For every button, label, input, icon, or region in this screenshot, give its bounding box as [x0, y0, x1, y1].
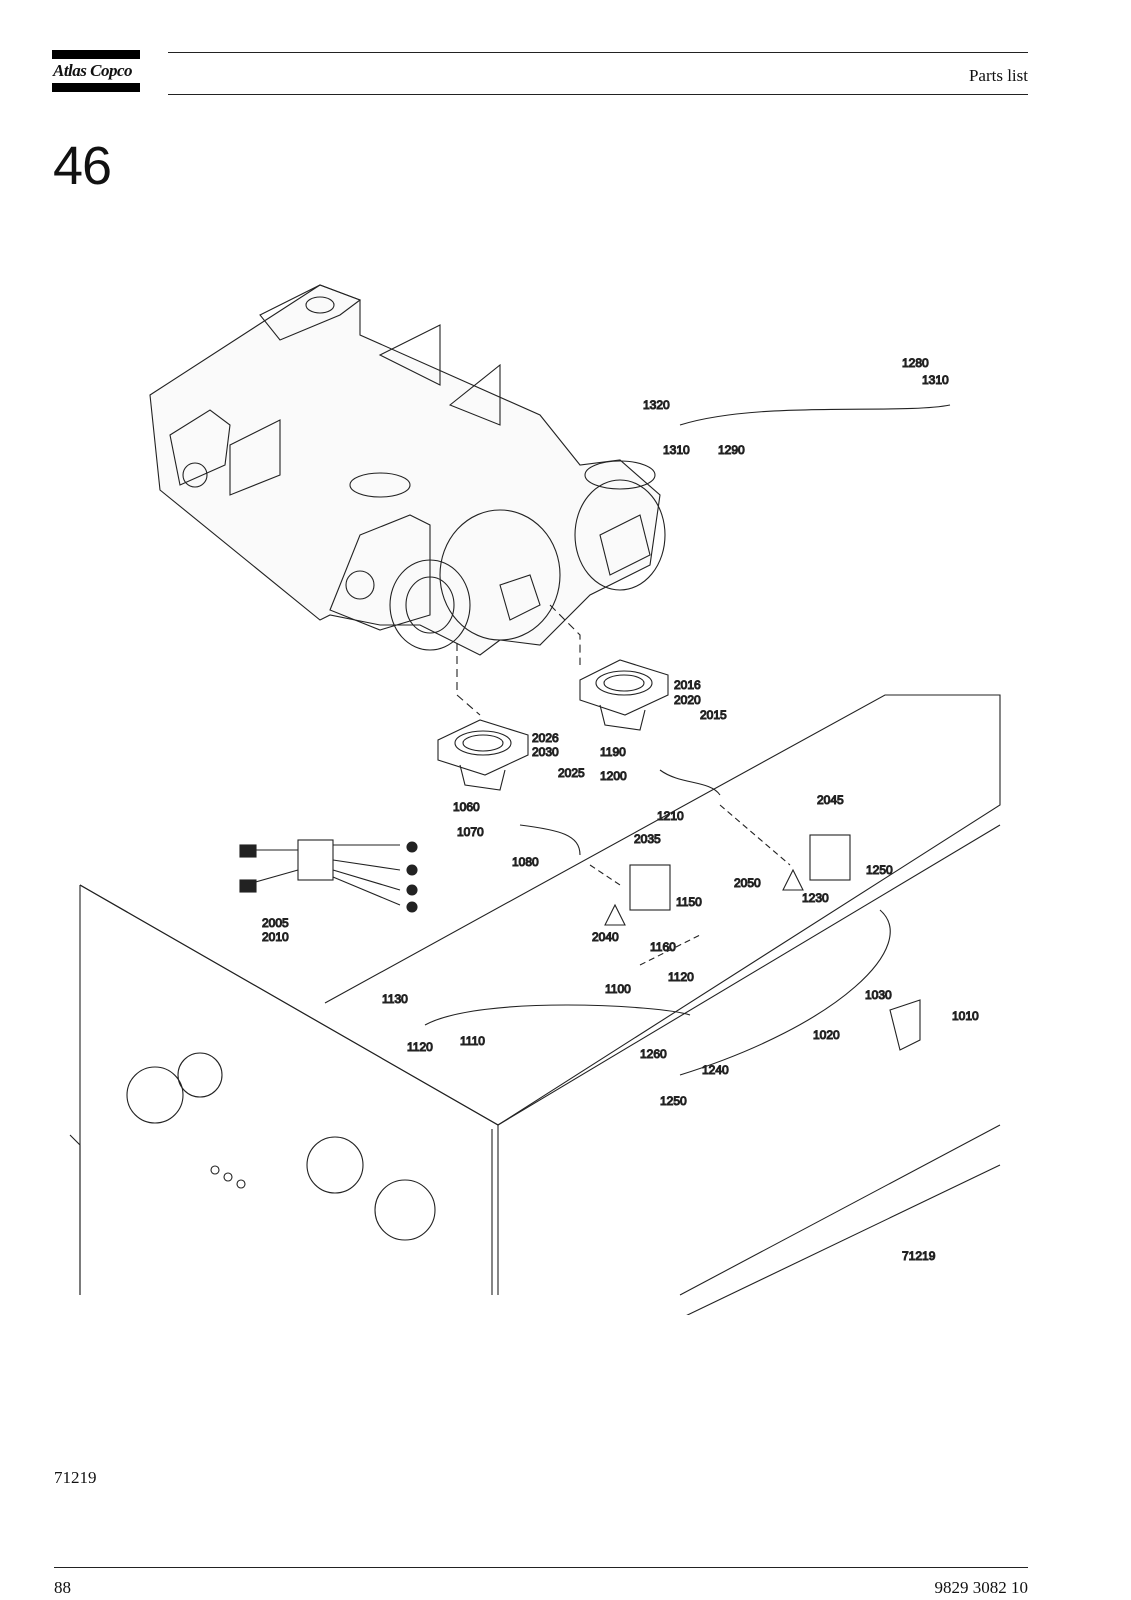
header-rule-top [168, 52, 1028, 53]
callout: 1230 [802, 891, 829, 905]
callout: 1010 [952, 1009, 979, 1023]
document-number: 9829 3082 10 [934, 1578, 1029, 1597]
callout: 1060 [453, 800, 480, 814]
callout: 1210 [657, 809, 684, 823]
figure-reference: 71219 [54, 1468, 97, 1487]
callout: 2010 [262, 930, 289, 944]
footer-rule [54, 1567, 1028, 1568]
callout: 1290 [718, 443, 745, 457]
warning-triangle-2050-illustration [782, 868, 804, 891]
header-title: Parts list [968, 66, 1028, 85]
callout: 2026 [532, 731, 559, 745]
callout: 2016 [674, 678, 701, 692]
callout: 1310 [663, 443, 690, 457]
callout: 1260 [640, 1047, 667, 1061]
exploded-parts-drawing: 1280 1310 1320 1310 1290 2016 2020 2015 … [60, 265, 1030, 1406]
warning-triangle-2040-illustration [604, 903, 626, 926]
callout: 2030 [532, 745, 559, 759]
callout: 1110 [460, 1034, 485, 1048]
callout: 2015 [700, 708, 727, 722]
callout: 2005 [262, 916, 289, 930]
callout: 1320 [643, 398, 670, 412]
callout: 1310 [922, 373, 949, 387]
cable-harness-illustration [239, 839, 418, 913]
outlet-flange-left-illustration [437, 719, 529, 791]
brand-name: Atlas Copco [53, 61, 133, 80]
callout: 2045 [817, 793, 844, 807]
callout: 2050 [734, 876, 761, 890]
bracket-1010-illustration [889, 999, 921, 1051]
solenoid-valve-2035-illustration [629, 864, 671, 911]
callout: 1030 [865, 988, 892, 1002]
solenoid-valve-2045-illustration [809, 834, 851, 881]
callout: 1120 [668, 970, 694, 984]
callout: 1080 [512, 855, 539, 869]
callout: 1130 [382, 992, 408, 1006]
callout: 1250 [660, 1094, 687, 1108]
base-frame-illustration [69, 694, 1001, 1406]
callout: 1240 [702, 1063, 729, 1077]
callout: 1020 [813, 1028, 840, 1042]
callout: 1250 [866, 863, 893, 877]
compressor-element-illustration [149, 284, 666, 656]
callout: 2040 [592, 930, 619, 944]
callout: 1160 [650, 940, 676, 954]
callout: 1150 [676, 895, 702, 909]
callout: 2020 [674, 693, 701, 707]
atlas-copco-logo: Atlas Copco [52, 50, 140, 92]
header-rule-bottom [168, 94, 1028, 95]
outlet-flange-right-illustration [579, 659, 669, 731]
hose-1290-illustration [679, 404, 951, 426]
callout: 2025 [558, 766, 585, 780]
callout: 2035 [634, 832, 661, 846]
section-number: 46 [53, 136, 112, 196]
callout: 1120 [407, 1040, 433, 1054]
page-number: 88 [54, 1578, 71, 1597]
callout: 1100 [605, 982, 631, 996]
callout: 1280 [902, 356, 929, 370]
callout: 1070 [457, 825, 484, 839]
drawing-number: 71219 [902, 1249, 936, 1263]
callout: 1190 [600, 745, 626, 759]
callout: 1200 [600, 769, 627, 783]
